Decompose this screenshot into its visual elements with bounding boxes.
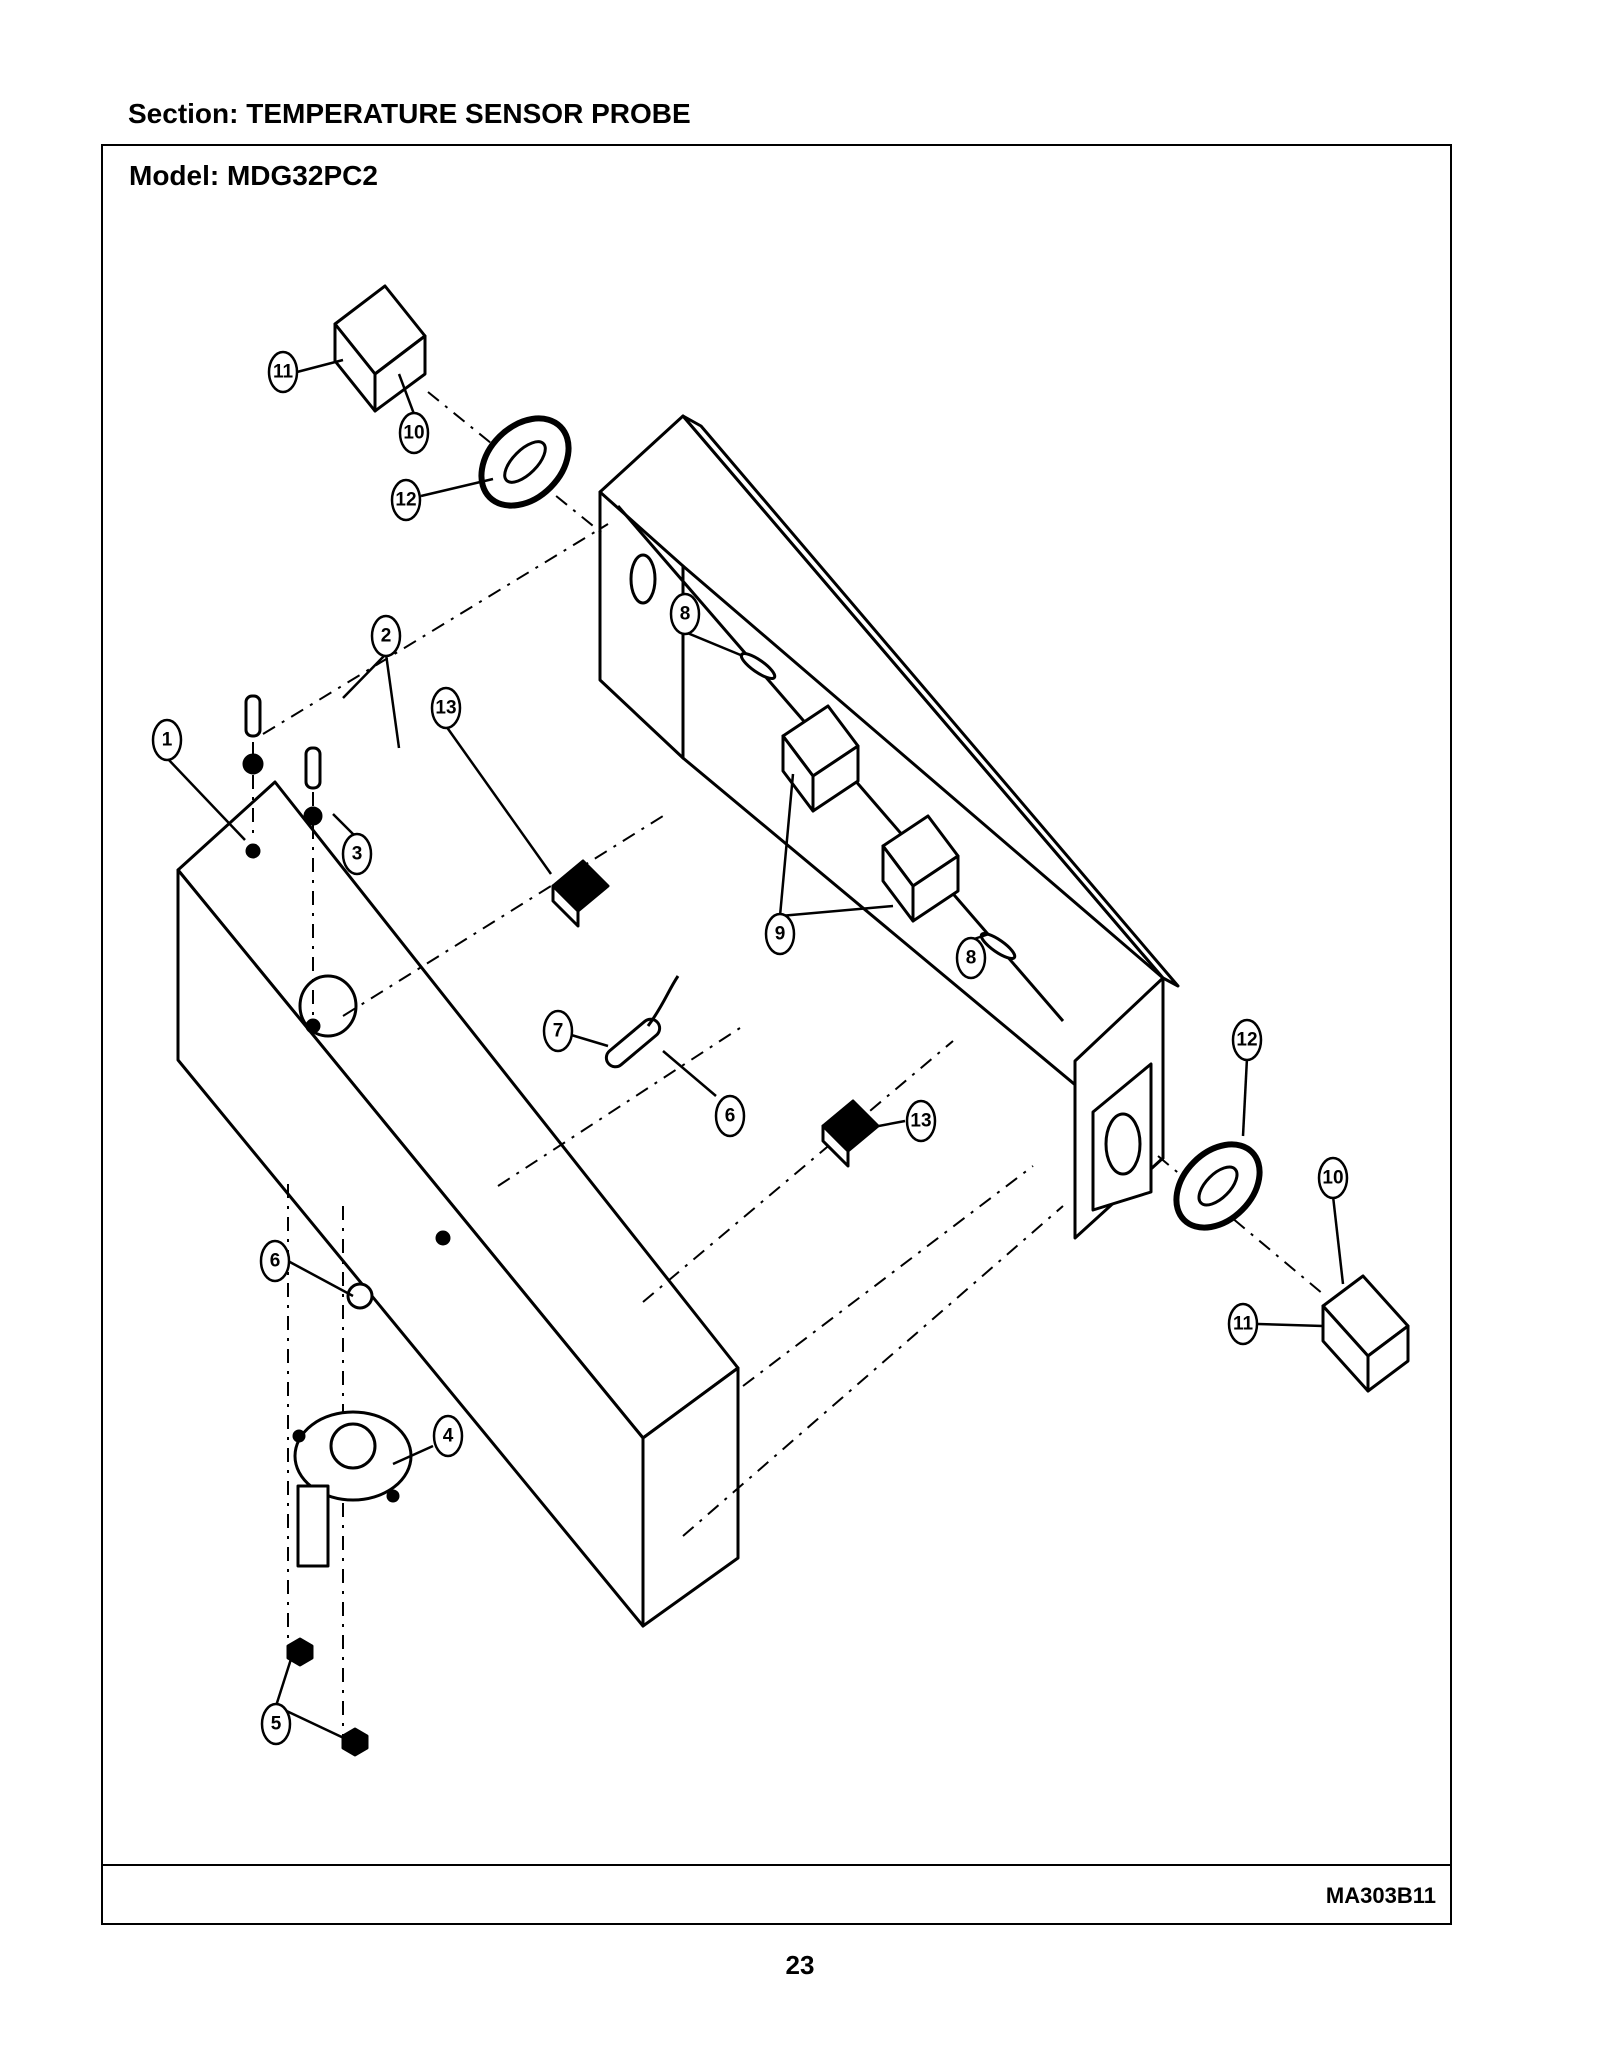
footer-divider [103,1864,1450,1866]
callout-13-bottom: 13 [910,1111,931,1132]
temperature-probe [604,975,680,1069]
callout-1: 1 [162,730,173,751]
switch-box-right [1321,1274,1410,1393]
leader-lines [166,358,1345,1742]
section-title: Section: TEMPERATURE SENSOR PROBE [128,98,691,129]
console-back-panel [598,414,1180,1240]
callout-6-fastener: 6 [270,1251,281,1272]
screws [242,694,323,1034]
fastener [346,1282,374,1310]
console-hole [435,1230,451,1246]
exploded-parts-diagram: 11 10 12 2 1 3 13 8 9 8 7 6 13 12 10 11 … [151,284,1410,1757]
callout-8-top: 8 [680,604,691,625]
callout-12-top: 12 [395,490,416,511]
page-number: 23 [785,1950,815,1980]
callout-10-top: 10 [403,423,424,444]
callout-7: 7 [553,1021,564,1042]
relays [781,704,960,923]
nuts [286,1637,369,1757]
callout-11-right: 11 [1233,1314,1254,1335]
callout-6-probe: 6 [725,1106,736,1127]
diagram-code: MA303B11 [1325,1883,1436,1908]
callout-5: 5 [271,1714,282,1735]
callout-11-top: 11 [273,362,294,383]
switch-box-top [333,284,427,413]
console-front-panel [176,780,740,1628]
callout-2: 2 [381,626,392,647]
grommet-right [1173,1141,1263,1231]
callout-4: 4 [443,1426,454,1447]
connectors [551,859,880,1168]
model-label: Model: MDG32PC2 [129,160,378,191]
diagram-frame: Model: MDG32PC2 [101,144,1452,1925]
callout-13-top: 13 [435,698,456,719]
callout-9: 9 [775,924,786,945]
callout-8-bottom: 8 [966,948,977,969]
callout-10-right: 10 [1322,1168,1343,1189]
callout-3: 3 [352,844,363,865]
grommet-top [478,415,572,509]
callout-12-right: 12 [1236,1030,1257,1051]
thermostat [292,1410,413,1568]
